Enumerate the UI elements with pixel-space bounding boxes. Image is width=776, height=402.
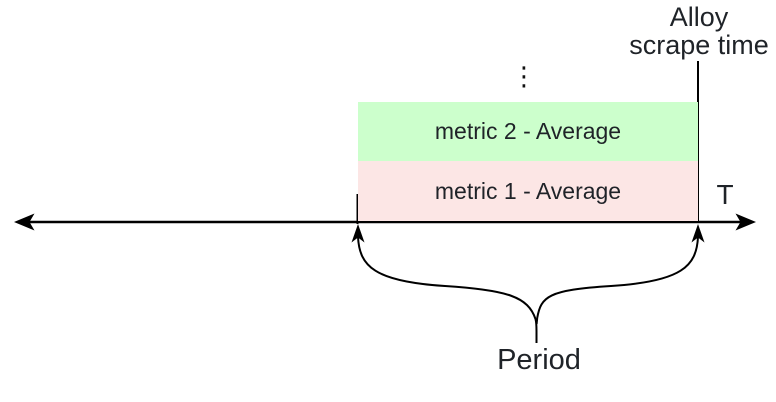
brace-right-curve <box>535 236 699 325</box>
scrape-time-label-line1: Alloy <box>669 2 729 32</box>
scrape-time-label: Alloy scrape time <box>614 3 776 59</box>
metric2-average-bar: metric 2 - Average <box>358 102 698 161</box>
brace-left-curve <box>357 236 538 343</box>
brace-arrowhead-right-icon <box>691 224 705 243</box>
metric1-average-bar: metric 1 - Average <box>358 161 698 221</box>
metric1-average-label: metric 1 - Average <box>434 177 622 204</box>
timeline-arrowhead-left-icon <box>14 213 35 231</box>
period-label: Period <box>497 344 581 376</box>
vertical-ellipsis-icon: ⋮ <box>511 62 537 92</box>
brace-arrowhead-left-icon <box>351 224 365 243</box>
timeline-arrowhead-right-icon <box>735 213 756 231</box>
scrape-time-label-line2: scrape time <box>629 30 769 60</box>
metric2-average-label: metric 2 - Average <box>434 118 622 144</box>
axis-time-label: T <box>716 179 734 210</box>
